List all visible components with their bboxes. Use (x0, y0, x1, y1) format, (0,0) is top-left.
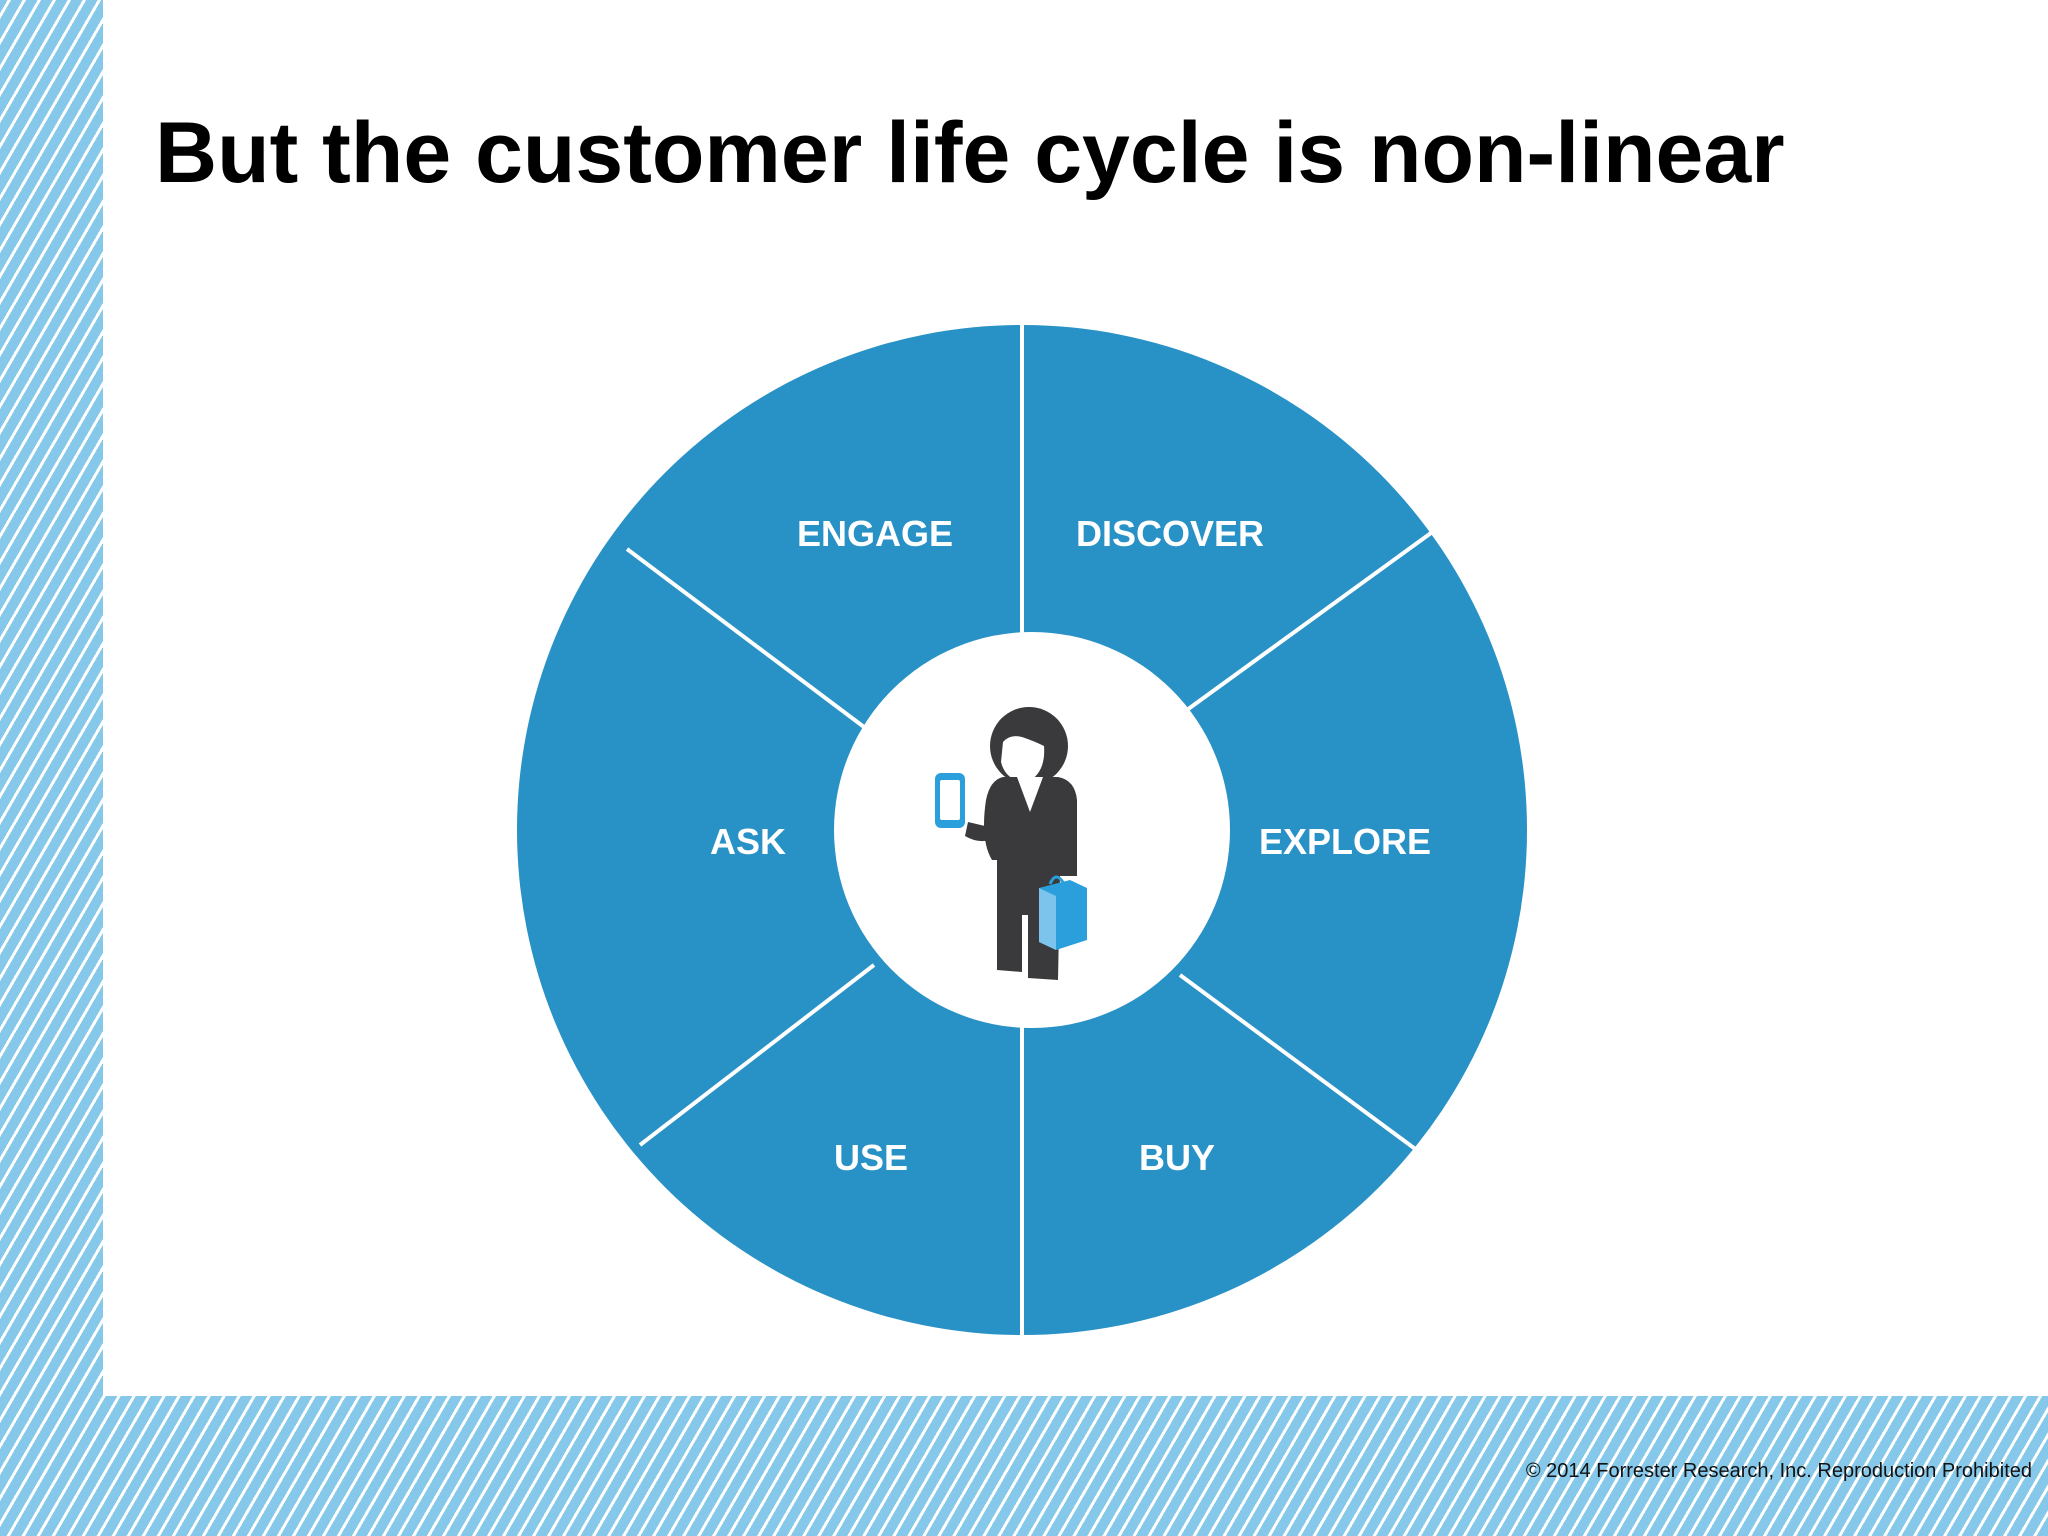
segment-labels: DISCOVER EXPLORE BUY USE ASK ENGAGE (710, 513, 1431, 1178)
segment-label-discover: DISCOVER (1076, 513, 1264, 554)
shirt-collar (1017, 777, 1043, 812)
copyright-notice: © 2014 Forrester Research, Inc. Reproduc… (1525, 1460, 2032, 1482)
segment-label-engage: ENGAGE (797, 513, 953, 554)
left-arm (965, 795, 1006, 842)
divider-upper-left (625, 547, 870, 732)
bag-side (1039, 888, 1056, 950)
divider-lower-right (1178, 973, 1420, 1153)
segment-label-use: USE (834, 1137, 908, 1178)
segment-label-ask: ASK (710, 821, 786, 862)
segment-dividers (625, 325, 1433, 1335)
phone-screen (940, 780, 960, 820)
divider-lower-left (638, 963, 876, 1147)
customer-figure-icon (935, 707, 1087, 980)
slide-title: But the customer life cycle is non-linea… (155, 105, 1785, 201)
divider-upper-right (1178, 531, 1433, 717)
segment-label-buy: BUY (1139, 1137, 1215, 1178)
face (1001, 736, 1045, 782)
segment-label-explore: EXPLORE (1259, 821, 1431, 862)
